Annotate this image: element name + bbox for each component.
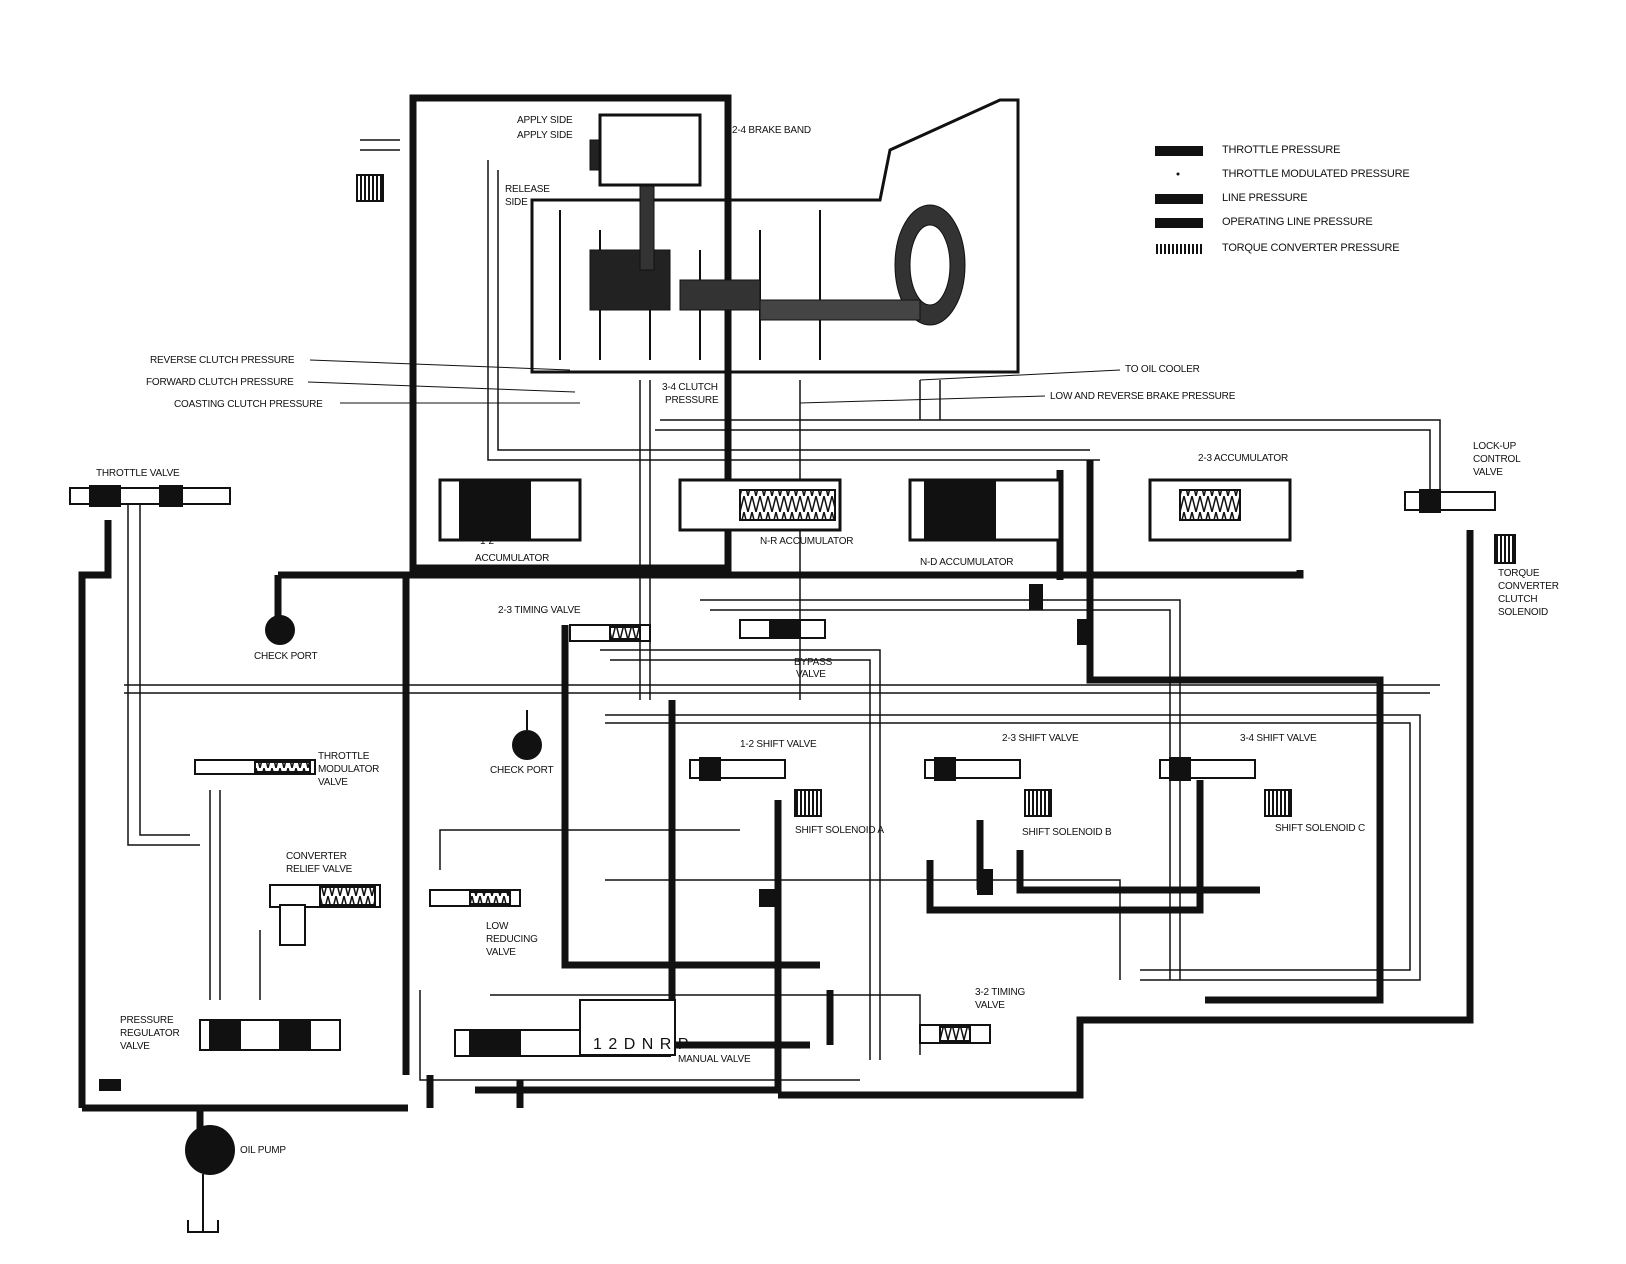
legend-swatch-throttle-modulated (1176, 172, 1180, 176)
label-lockup-3: VALVE (1473, 467, 1503, 478)
label-throttle-modulator-2: MODULATOR (318, 764, 380, 775)
label-23-timing-valve: 2-3 TIMING VALVE (498, 605, 581, 616)
label-34-shift-valve: 3-4 SHIFT VALVE (1240, 733, 1317, 744)
label-low-reducing-3: VALVE (486, 947, 516, 958)
label-23-accumulator: 2-3 ACCUMULATOR (1198, 453, 1288, 464)
label-shift-solenoid-a: SHIFT SOLENOID A (795, 825, 884, 836)
label-12-shift-valve: 1-2 SHIFT VALVE (740, 739, 817, 750)
leader-lines (307, 359, 1121, 404)
label-pressure-regulator-3: VALVE (120, 1041, 150, 1052)
label-check-port-2: CHECK PORT (490, 765, 554, 776)
label-bypass-1: BYPASS (794, 657, 833, 668)
label-tcc-1: TORQUE (1498, 568, 1540, 579)
label-34-clutch-1: 3-4 CLUTCH (662, 382, 718, 393)
label-to-oil-cooler: TO OIL COOLER (1125, 364, 1200, 375)
legend-torque-converter-pressure: TORQUE CONVERTER PRESSURE (1222, 242, 1400, 254)
legend-swatch-throttle (1155, 146, 1203, 156)
label-pressure-regulator-1: PRESSURE (120, 1015, 174, 1026)
label-low-reducing-1: LOW (486, 921, 509, 932)
label-gear-positions: 1 2 D N R P (593, 1036, 690, 1053)
label-32-timing-1: 3-2 TIMING (975, 987, 1026, 998)
label-apply-side-2: APPLY SIDE (517, 130, 573, 141)
valve-bodies (69, 113, 1516, 1057)
label-tcc-4: SOLENOID (1498, 607, 1549, 618)
label-throttle-modulator-3: VALVE (318, 777, 348, 788)
legend-throttle-pressure: THROTTLE PRESSURE (1222, 144, 1341, 156)
label-tcc-2: CONVERTER (1498, 581, 1559, 592)
label-throttle-modulator-1: THROTTLE (318, 751, 370, 762)
legend-swatches (1155, 146, 1203, 254)
legend-swatch-line (1155, 194, 1203, 204)
legend-operating-line-pressure: OPERATING LINE PRESSURE (1222, 216, 1373, 228)
label-reverse-clutch-pressure: REVERSE CLUTCH PRESSURE (150, 355, 295, 366)
label-12-accumulator-2: ACCUMULATOR (475, 553, 550, 564)
label-manual-valve: MANUAL VALVE (678, 1054, 751, 1065)
label-34-clutch-2: PRESSURE (665, 395, 719, 406)
label-coasting-clutch-pressure: COASTING CLUTCH PRESSURE (174, 399, 323, 410)
oil-pump (185, 1125, 235, 1175)
label-converter-relief-1: CONVERTER (286, 851, 347, 862)
label-shift-solenoid-b: SHIFT SOLENOID B (1022, 827, 1112, 838)
label-23-shift-valve: 2-3 SHIFT VALVE (1002, 733, 1079, 744)
legend-line-pressure: LINE PRESSURE (1222, 192, 1308, 204)
label-forward-clutch-pressure: FORWARD CLUTCH PRESSURE (146, 377, 294, 388)
label-tcc-3: CLUTCH (1498, 594, 1538, 605)
label-low-reverse-brake: LOW AND REVERSE BRAKE PRESSURE (1050, 391, 1236, 402)
label-shift-solenoid-c: SHIFT SOLENOID C (1275, 823, 1365, 834)
label-lockup-2: CONTROL (1473, 454, 1521, 465)
label-bypass-2: VALVE (796, 669, 826, 680)
legend-swatch-torque-converter (1155, 244, 1203, 254)
check-port-2 (512, 730, 542, 760)
label-release-side-1: RELEASE (505, 184, 550, 195)
label-nd-accumulator: N-D ACCUMULATOR (920, 557, 1014, 568)
label-throttle-valve: THROTTLE VALVE (96, 468, 180, 479)
label-release-side-2: SIDE (505, 197, 528, 208)
label-check-port-1: CHECK PORT (254, 651, 318, 662)
label-12-accumulator-1: 1-2 (480, 536, 494, 547)
label-brake-band: 2-4 BRAKE BAND (732, 125, 811, 136)
secondary-passages (124, 139, 1441, 1081)
label-low-reducing-2: REDUCING (486, 934, 538, 945)
check-port-1 (265, 615, 295, 645)
label-nr-accumulator: N-R ACCUMULATOR (760, 536, 854, 547)
legend-throttle-modulated-pressure: THROTTLE MODULATED PRESSURE (1222, 168, 1410, 180)
ports (99, 584, 1091, 1233)
label-lockup-1: LOCK-UP (1473, 441, 1517, 452)
label-apply-side-1: APPLY SIDE (517, 115, 573, 126)
label-converter-relief-2: RELIEF VALVE (286, 864, 353, 875)
label-pressure-regulator-2: REGULATOR (120, 1028, 180, 1039)
label-32-timing-2: VALVE (975, 1000, 1005, 1011)
legend-swatch-operating-line (1155, 218, 1203, 228)
label-oil-pump: OIL PUMP (240, 1145, 286, 1156)
